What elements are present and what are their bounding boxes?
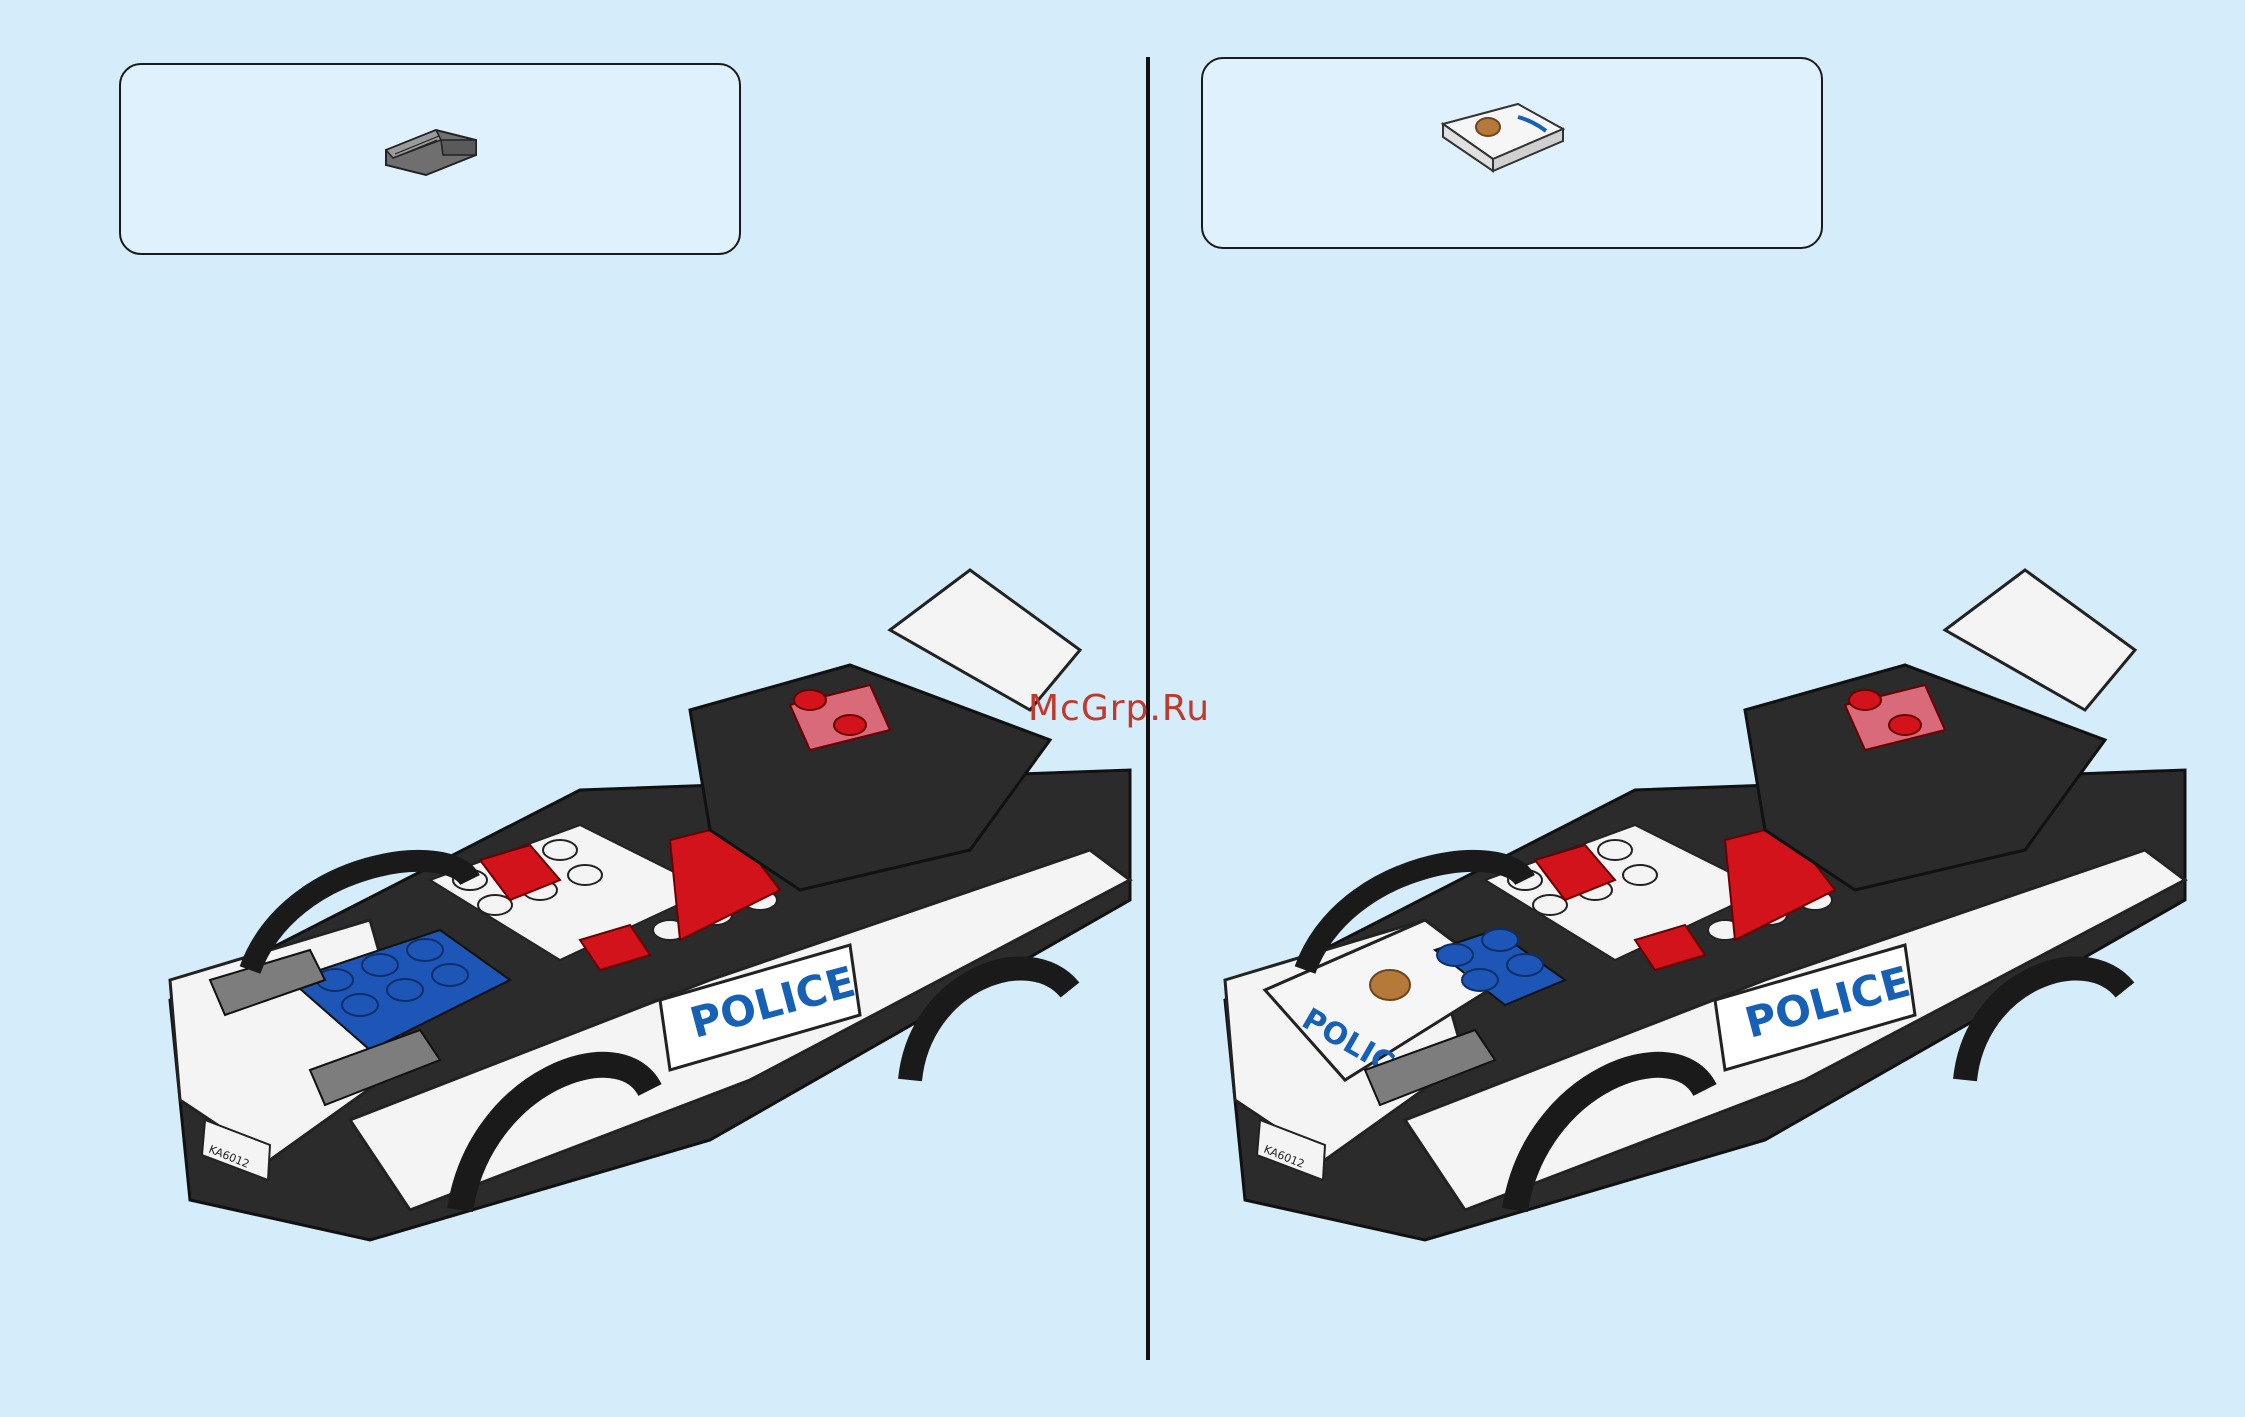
grey-grille-slope-piece xyxy=(381,110,481,180)
parts-callout-step-right xyxy=(1201,57,1823,249)
police-car-model-step-right: POLICE POLICE KA6012 xyxy=(1205,560,2195,1260)
parts-callout-step-left xyxy=(119,63,741,255)
watermark: McGrp.Ru xyxy=(1028,688,1210,729)
police-car-model-step-left: POLICE KA6012 xyxy=(150,560,1140,1260)
printed-hood-tile-piece xyxy=(1438,99,1568,179)
